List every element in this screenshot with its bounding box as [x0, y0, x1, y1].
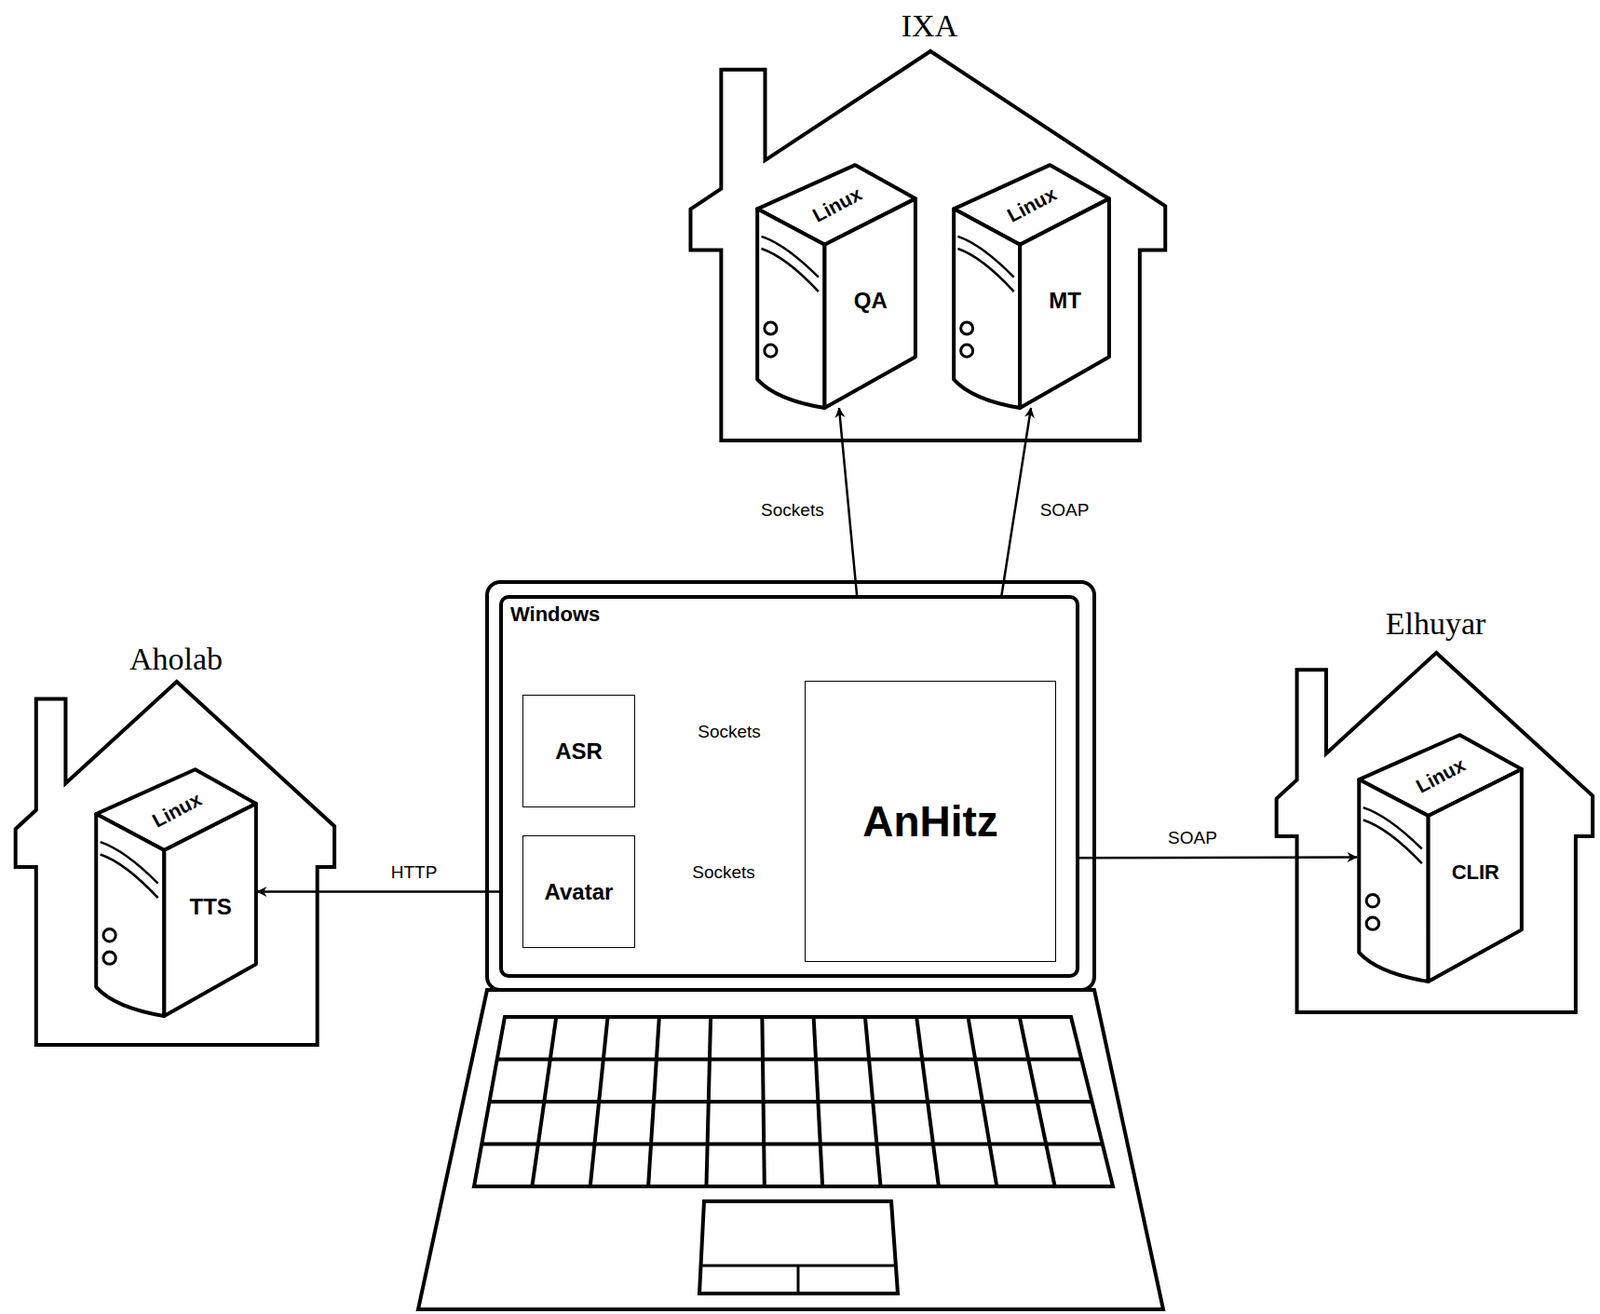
site-name: IXA: [685, 7, 1174, 45]
server-led: [764, 322, 777, 335]
server-shape: [957, 248, 1014, 292]
server-led: [103, 929, 116, 942]
server-shape: [1358, 779, 1428, 982]
server-led: [1366, 894, 1380, 908]
server-name: MT: [1048, 287, 1082, 314]
protocol-label: SOAP: [1165, 827, 1221, 849]
server-shape: [1019, 198, 1110, 408]
server-led: [764, 344, 777, 357]
key-line: [761, 1016, 764, 1187]
server: LinuxCLIR: [1356, 732, 1523, 982]
os-label: Windows: [510, 602, 600, 627]
key-line: [531, 1016, 556, 1187]
server-name: QA: [854, 287, 888, 314]
server-shape: [1363, 819, 1423, 864]
laptop-bezel: [487, 582, 1095, 990]
server-name: CLIR: [1451, 860, 1500, 885]
site-house: AholabLinuxTTS: [12, 640, 340, 1045]
module-name: ASR: [555, 738, 603, 765]
server-shape: [757, 208, 825, 408]
server-shape: [1428, 769, 1522, 982]
key-line: [1019, 1016, 1056, 1187]
site-house: ElhuyarLinuxCLIR: [1273, 605, 1599, 1013]
module-name: AnHitz: [862, 796, 999, 847]
key-line: [916, 1016, 939, 1187]
server: LinuxMT: [951, 162, 1111, 408]
server-led: [1366, 917, 1380, 930]
server-shape: [163, 803, 257, 1017]
trackpad-divider: [797, 1265, 800, 1294]
house-outline: [15, 681, 335, 1045]
server-led: [103, 951, 116, 964]
protocol-label: Sockets: [758, 500, 828, 521]
server-shape: [824, 198, 915, 408]
protocol-label: Sockets: [694, 721, 764, 743]
server-shape: [1363, 807, 1423, 850]
server-shape: [100, 854, 159, 898]
keyboard: [474, 1016, 1113, 1187]
server-shape: [761, 236, 819, 278]
protocol-label: HTTP: [388, 862, 441, 883]
protocol-label: Sockets: [689, 862, 759, 883]
server-led: [961, 344, 974, 357]
key-line: [648, 1016, 660, 1187]
site-house: IXA LinuxQALinuxMT: [685, 7, 1174, 441]
site-name: Aholab: [12, 640, 340, 678]
server-name: TTS: [189, 894, 231, 921]
house-outline: [690, 51, 1166, 441]
key-line: [590, 1016, 609, 1187]
key-line: [489, 1099, 1093, 1104]
laptop-screen: WindowsASR Avatar AnHitz: [499, 595, 1080, 978]
house-outline: [1276, 652, 1594, 1013]
key-line: [705, 1016, 711, 1187]
key-line: [813, 1016, 824, 1187]
laptop-base: [418, 989, 1164, 1310]
key-line: [865, 1016, 882, 1187]
connector: [1056, 855, 1357, 859]
connector: [257, 890, 523, 894]
module-box: Avatar: [522, 835, 636, 949]
site-name: Elhuyar: [1273, 605, 1599, 643]
server: LinuxQA: [755, 162, 917, 408]
key-line: [481, 1142, 1103, 1147]
module-name: Avatar: [544, 879, 614, 906]
server-shape: [100, 841, 159, 884]
server-shape: [761, 248, 819, 292]
module-box: ASR: [522, 694, 636, 808]
key-line: [497, 1057, 1083, 1062]
server-shape: [953, 208, 1020, 408]
server-shape: [95, 813, 164, 1017]
server: LinuxTTS: [94, 767, 258, 1017]
core-box: AnHitz: [804, 680, 1057, 963]
key-line: [967, 1016, 997, 1187]
server-led: [961, 322, 974, 335]
server-shape: [957, 236, 1014, 278]
keyboard-keys: [481, 1016, 1103, 1187]
protocol-label: SOAP: [1037, 500, 1093, 521]
trackpad: [699, 1201, 898, 1294]
